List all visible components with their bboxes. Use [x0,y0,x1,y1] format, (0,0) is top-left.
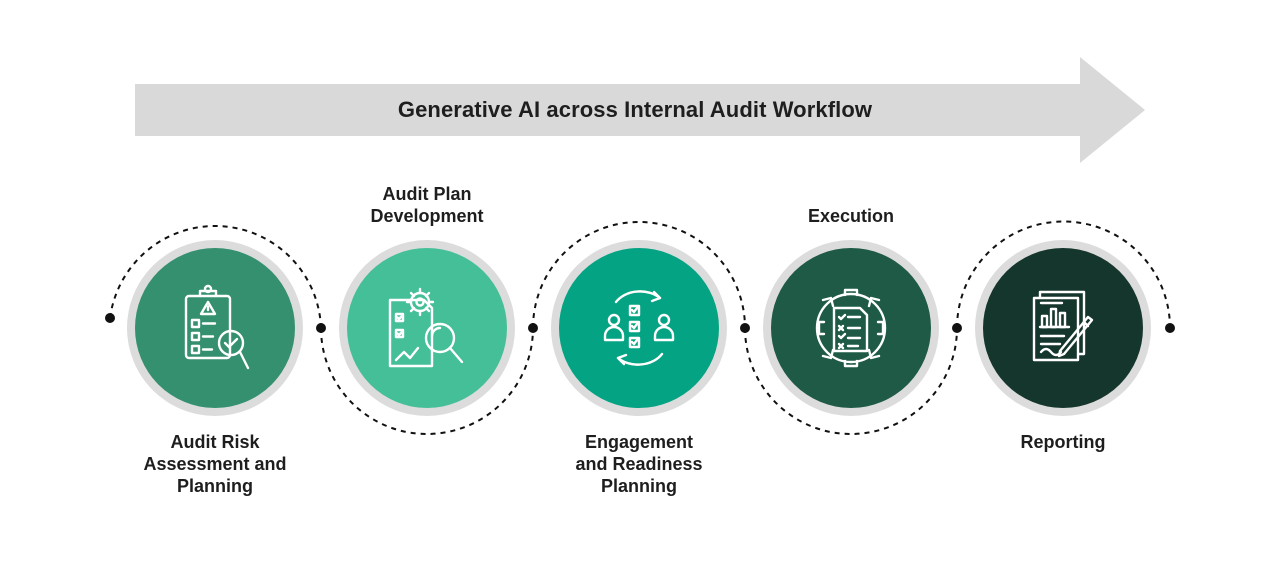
banner-arrow [135,57,1145,163]
connector-dot [952,323,962,333]
connector-dot [1165,323,1175,333]
connector-dots [105,313,1175,333]
connector-arc-4 [744,327,958,435]
connector-arc-3 [532,221,746,329]
connector-dot [528,323,538,333]
stage-label-4: Execution [807,206,895,226]
gear-checklist-icon [815,288,887,368]
document-gear-magnifier-icon [388,287,464,368]
diagram-title: Generative AI across Internal Audit Work… [397,97,873,122]
connector-arc-2 [320,327,534,435]
stage-label-3: Engagement and Readiness Planning [575,432,703,496]
report-chart-pen-icon [1032,290,1094,362]
connector-arc-5 [956,220,1171,329]
dashed-connectors [109,220,1171,435]
connector-dot [740,323,750,333]
stage-label-2: Audit Plan Development [370,184,484,226]
stage-circle-fill [135,248,295,408]
stage-circle-2 [339,240,515,416]
clipboard-risk-check-icon [184,284,250,370]
stage-label-5: Reporting [1020,432,1106,452]
stage-circle-1 [127,240,303,416]
stage-circle-fill [347,248,507,408]
connector-dot [105,313,115,323]
connector-dot [316,323,326,333]
stage-label-1: Audit Risk Assessment and Planning [143,432,287,496]
people-checklist-cycle-icon [603,290,675,366]
